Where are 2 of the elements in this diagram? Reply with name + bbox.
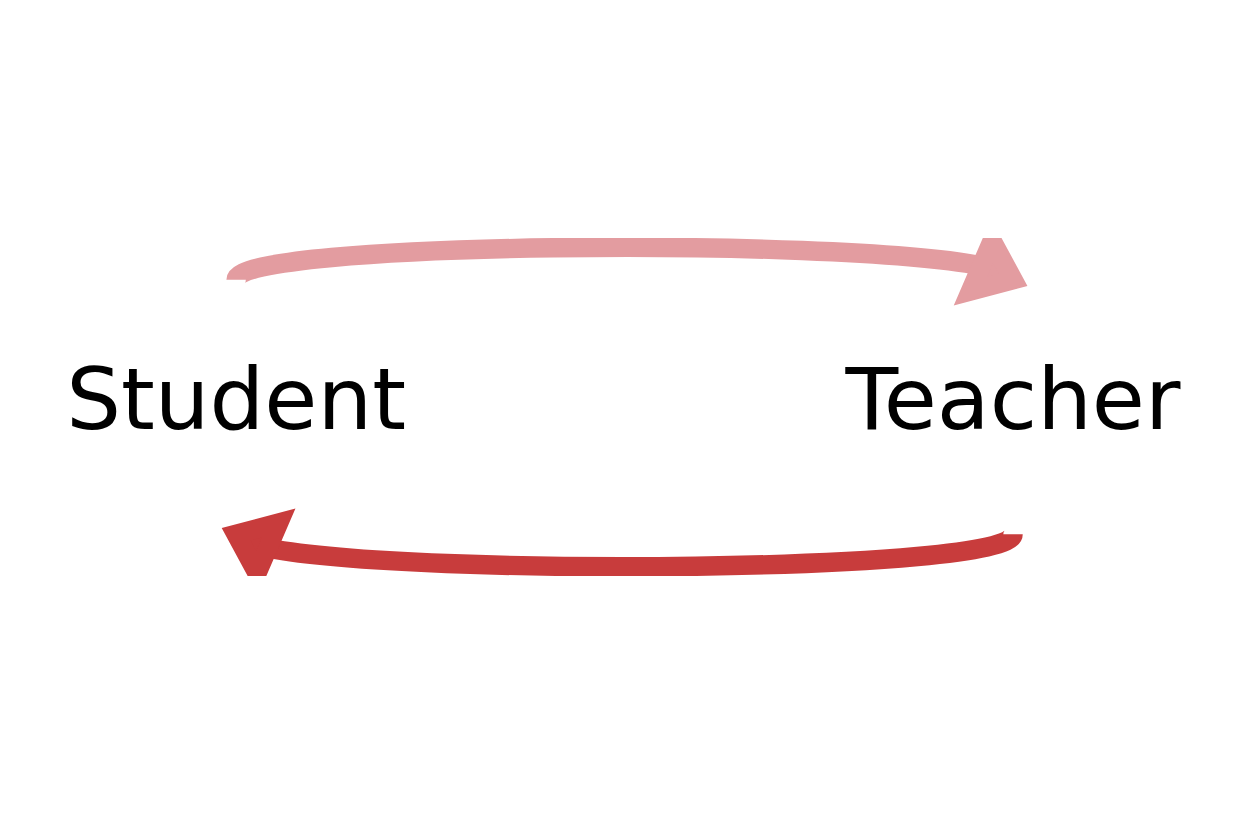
node-text: Student [66,348,407,449]
node-text: Teacher [845,348,1181,449]
